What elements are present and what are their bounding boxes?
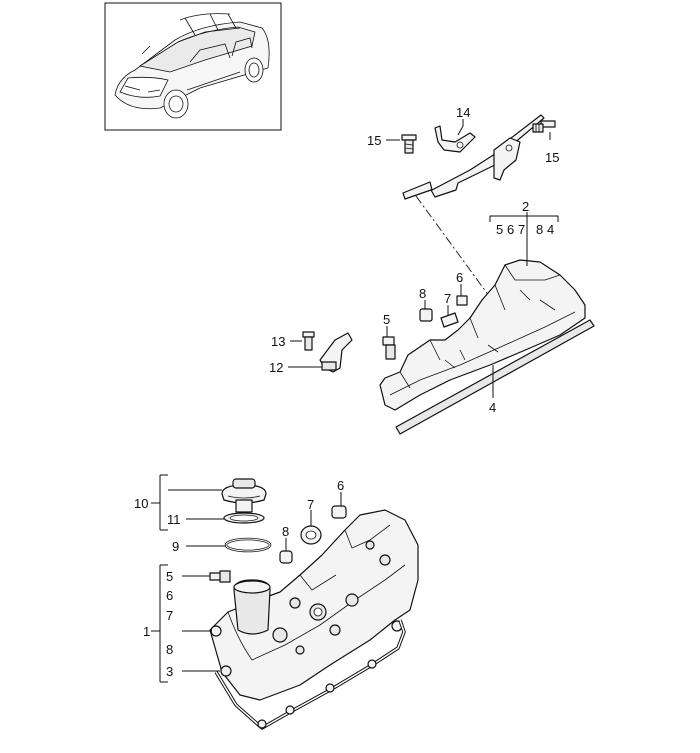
callout-labels: 15 14 15 2 5 6 7 8 4 6 7 8 5 13 12 4 10 …	[134, 105, 559, 679]
o-ring-part-9	[224, 537, 272, 553]
bolt-part-5-upper	[382, 336, 396, 360]
callout-13: 13	[271, 334, 285, 349]
callout-1: 1	[143, 624, 150, 639]
callout-7-lower: 7	[307, 497, 314, 512]
bolt-part-15-right	[532, 120, 556, 133]
callout-8-upper: 8	[419, 286, 426, 301]
callout-9: 9	[172, 539, 179, 554]
seal-part-6-upper	[456, 295, 468, 306]
callout-2-sub-6: 6	[507, 222, 514, 237]
plug-part-8-lower	[279, 550, 293, 564]
leader-lines-upper	[288, 119, 559, 398]
seal-part-6-lower	[331, 505, 347, 519]
callout-2-sub-5: 5	[496, 222, 503, 237]
vehicle-thumbnail	[104, 2, 282, 131]
bracket-part-14	[402, 114, 545, 200]
callout-14: 14	[456, 105, 470, 120]
oil-filler-cap-part-10	[221, 478, 267, 513]
bushing-part-7-lower	[300, 525, 322, 545]
callout-12: 12	[269, 360, 283, 375]
cylinder-head-cover-lower	[209, 509, 419, 701]
callout-6-lower: 6	[337, 478, 344, 493]
screw-part-13	[302, 331, 315, 351]
callout-2-sub-8: 8	[536, 222, 543, 237]
callout-7-upper: 7	[444, 291, 451, 306]
callout-2-sub-4: 4	[547, 222, 554, 237]
bushing-part-7-upper	[440, 312, 459, 328]
cylinder-head-cover-upper	[379, 259, 595, 435]
callout-15-left: 15	[367, 133, 381, 148]
callout-8-lower: 8	[282, 524, 289, 539]
callout-8-list: 8	[166, 642, 173, 657]
callout-4: 4	[489, 400, 496, 415]
callout-10: 10	[134, 496, 148, 511]
callout-15-right: 15	[545, 150, 559, 165]
bolt-part-15-left	[401, 134, 417, 154]
gasket-part-3	[214, 619, 406, 730]
seal-ring-part-11	[223, 512, 265, 524]
callout-2-sub-7: 7	[518, 222, 525, 237]
leader-lines-lower	[151, 474, 342, 683]
callout-6-list: 6	[166, 588, 173, 603]
sensor-part-12	[319, 332, 353, 373]
callout-6-upper: 6	[456, 270, 463, 285]
plug-part-8-upper	[419, 308, 433, 322]
callout-2: 2	[522, 199, 529, 214]
callout-5-lower: 5	[166, 569, 173, 584]
callout-7-list: 7	[166, 608, 173, 623]
callout-3: 3	[166, 664, 173, 679]
bolt-part-5-lower	[209, 570, 231, 583]
callout-11: 11	[167, 512, 181, 527]
assembly-centerline	[415, 195, 493, 301]
callout-5-upper: 5	[383, 312, 390, 327]
